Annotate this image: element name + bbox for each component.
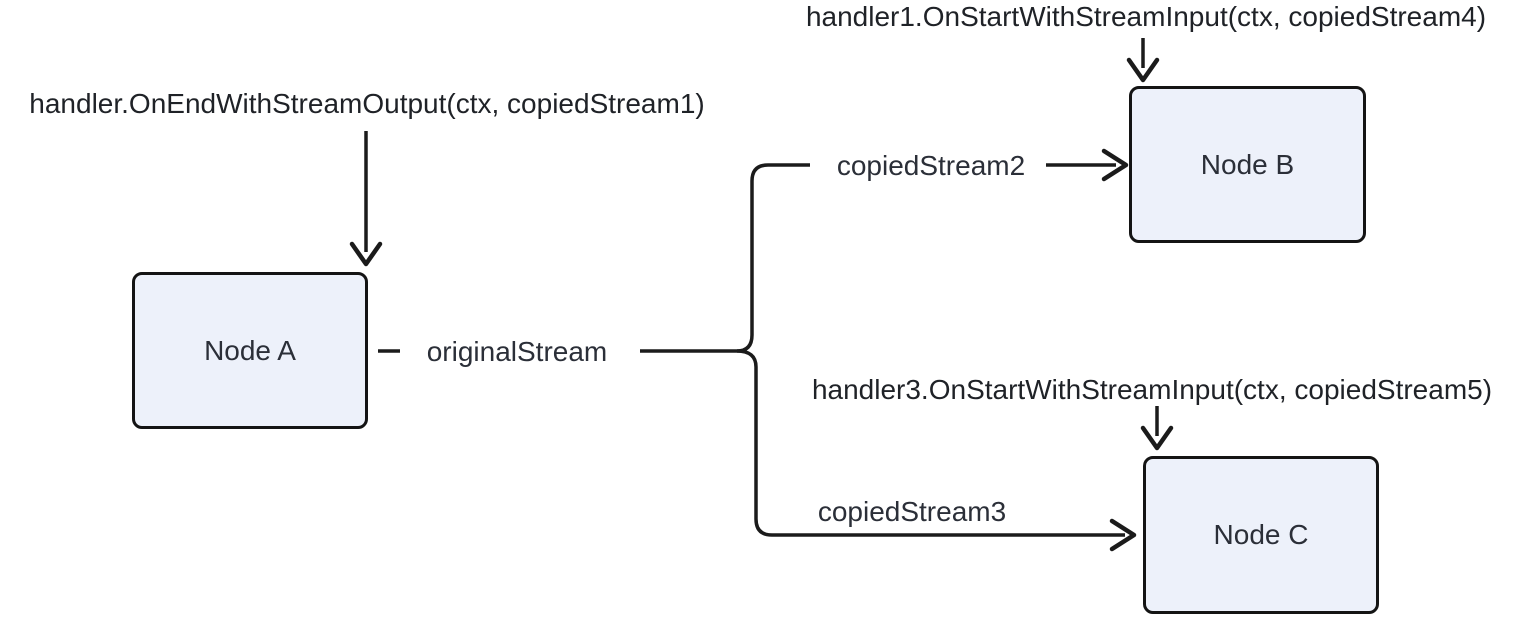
edge-label-original-stream: originalStream [426, 336, 608, 367]
node-a-label: Node A [204, 334, 296, 366]
annotation-arrow-node-c [1140, 406, 1174, 451]
annotation-node-c: handler3.OnStartWithStreamInput(ctx, cop… [811, 374, 1493, 405]
arrowhead-into-node-b [1101, 148, 1129, 182]
node-b-label: Node B [1200, 148, 1295, 180]
arrowhead-into-node-c [1109, 518, 1137, 552]
node-a: Node A [132, 272, 368, 429]
node-b: Node B [1129, 86, 1366, 243]
arrow-down-icon [1140, 425, 1174, 451]
edge-copied-stream3-branch [736, 349, 1125, 537]
annotation-arrow-node-b [1126, 38, 1160, 83]
edge-label-copied-stream3: copiedStream3 [817, 496, 1007, 527]
node-c-label: Node C [1213, 519, 1309, 550]
annotation-node-b: handler1.OnStartWithStreamInput(ctx, cop… [805, 1, 1487, 32]
annotation-arrow-node-a [349, 131, 383, 267]
edge-copied-stream2-branch [736, 163, 810, 353]
annotation-node-a: handler.OnEndWithStreamOutput(ctx, copie… [29, 88, 705, 119]
node-c: Node C [1143, 456, 1379, 614]
arrow-down-icon [349, 241, 383, 267]
edge-label-copied-stream2: copiedStream2 [836, 150, 1026, 181]
arrow-down-icon [1126, 57, 1160, 83]
